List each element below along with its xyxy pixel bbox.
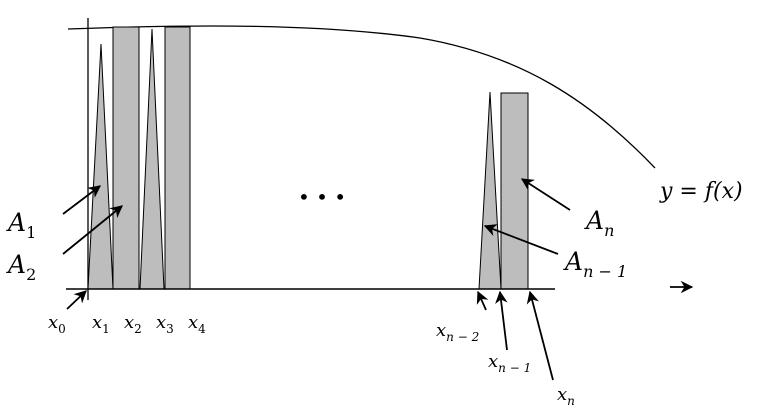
- arrow-a2: [62, 205, 123, 255]
- triangle-strip-n-1: [478, 91, 502, 290]
- label-a2-sub: 2: [26, 265, 36, 284]
- label-xn-1: xn − 1: [488, 351, 531, 375]
- label-an-1-sub: n − 1: [583, 262, 627, 281]
- label-an: An: [584, 206, 614, 240]
- label-a2: A2: [6, 250, 36, 284]
- rect-strip-n: [500, 92, 529, 290]
- label-a1-sub: 1: [26, 223, 36, 242]
- triangle-strip-1: [87, 43, 114, 290]
- arrow-x0: [66, 290, 87, 310]
- rect-strip-1: [112, 26, 140, 290]
- label-x3: x3: [156, 312, 174, 336]
- ellipsis: • • •: [298, 185, 346, 209]
- arrow-a1: [62, 185, 102, 215]
- label-x4: x4: [188, 312, 206, 336]
- arrow-an: [520, 178, 571, 211]
- arrow-xn: [526, 290, 554, 381]
- label-x2: x2: [124, 312, 142, 336]
- function-label: y = f(x): [659, 179, 743, 204]
- label-xn: xn: [557, 384, 575, 408]
- label-a1: A1: [6, 208, 36, 242]
- label-an-sub: n: [604, 221, 614, 240]
- triangle-strip-2: [139, 28, 165, 290]
- label-an-1: An − 1: [563, 247, 627, 281]
- label-x0: x0: [48, 312, 66, 336]
- label-x1: x1: [92, 312, 110, 336]
- arrow-xn-2: [476, 290, 489, 311]
- rect-strip-2: [164, 26, 191, 290]
- arrow-an-1: [483, 224, 559, 255]
- function-curve: [67, 25, 656, 169]
- arrow-xn-1: [495, 290, 508, 351]
- label-xn-2: xn − 2: [436, 320, 479, 344]
